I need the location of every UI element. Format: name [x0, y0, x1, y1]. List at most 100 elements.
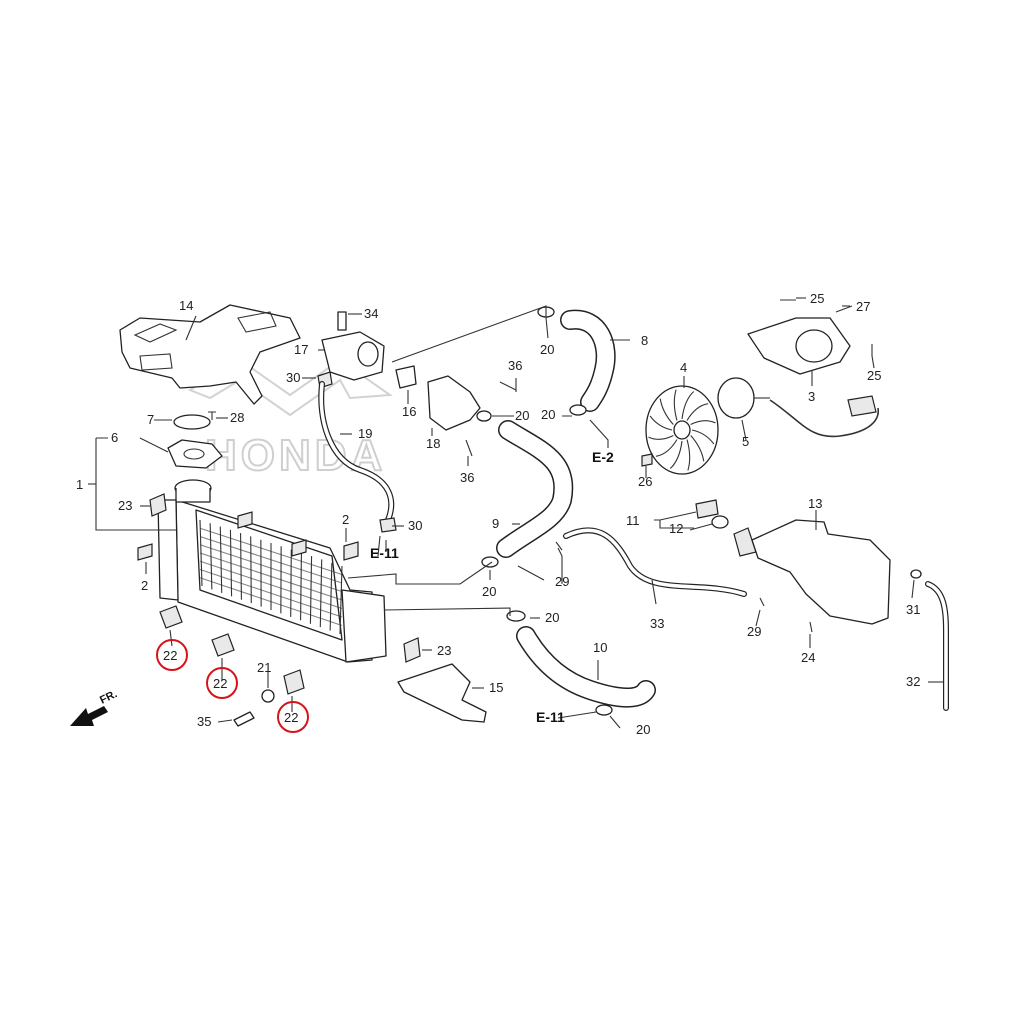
part-number-24: 24 [801, 650, 815, 665]
part-number-32: 32 [906, 674, 920, 689]
part-number-12: 12 [669, 521, 683, 536]
clip-31 [910, 569, 922, 579]
clamp-20-lower [506, 610, 526, 622]
part-number-25: 25 [810, 291, 824, 306]
fin-line [199, 552, 343, 601]
part-number-11: 11 [626, 513, 640, 528]
part-number-20: 20 [515, 408, 529, 423]
cap-seal-12 [711, 515, 729, 529]
part-number-22: 22 [284, 710, 298, 725]
part-number-2: 2 [342, 512, 349, 527]
fan-blade [690, 420, 716, 425]
part-number-9: 9 [492, 516, 499, 531]
part-number-15: 15 [489, 680, 503, 695]
part-number-25: 25 [867, 368, 881, 383]
bypass-hose-19 [318, 381, 395, 523]
cushion-22-c [283, 669, 305, 695]
clamp-30-lower [379, 517, 397, 533]
collar-21 [261, 689, 275, 703]
part-number-20: 20 [636, 722, 650, 737]
highlight-circle [156, 639, 188, 671]
hose-10 [516, 626, 656, 708]
clamp-20-mid [481, 556, 499, 568]
grommet-23-right [403, 637, 421, 663]
part-number-23: 23 [437, 643, 451, 658]
fan-blade [649, 415, 673, 431]
nut-26 [641, 453, 653, 467]
radiator [157, 479, 387, 663]
part-number-30: 30 [408, 518, 422, 533]
clamp-20-e2 [569, 404, 587, 416]
part-number-36: 36 [460, 470, 474, 485]
fan-blade [659, 398, 674, 425]
watermark-brand-text: HONDA [205, 431, 386, 480]
clip-2-left [137, 543, 153, 561]
clip-2-center-b [291, 539, 307, 557]
bolts-25-27 [780, 299, 873, 356]
part-number-29: 29 [747, 624, 761, 639]
part-number-30: 30 [286, 370, 300, 385]
clip-2-right [343, 541, 359, 561]
fin-line [199, 568, 343, 618]
part-number-1: 1 [76, 477, 83, 492]
part-number-27: 27 [856, 299, 870, 314]
clamp-20-e11 [595, 704, 613, 716]
cushion-22-a [159, 605, 183, 629]
part-number-2: 2 [141, 578, 148, 593]
clamp-20-joint [476, 410, 492, 422]
fan-blade [669, 440, 683, 469]
part-number-20: 20 [545, 610, 559, 625]
fan-shroud [747, 317, 851, 375]
part-number-26: 26 [638, 474, 652, 489]
part-number-28: 28 [230, 410, 244, 425]
part-number-22: 22 [213, 676, 227, 691]
siphon-tube-33 [563, 527, 747, 597]
fin-line [199, 577, 343, 627]
fin-line [199, 527, 343, 576]
temperature-sensor [395, 365, 417, 389]
grommet-23-left [149, 493, 167, 517]
part-number-10: 10 [593, 640, 607, 655]
reserve-tank-cap [695, 499, 719, 519]
part-number-34: 34 [364, 306, 378, 321]
bolt-35 [233, 711, 255, 727]
screw-28 [208, 411, 216, 420]
part-number-20: 20 [482, 584, 496, 599]
fan-blade [681, 391, 695, 420]
hose-8 [560, 309, 616, 412]
part-number-33: 33 [650, 616, 664, 631]
part-number-20: 20 [540, 342, 554, 357]
clip-2-center [237, 511, 253, 529]
bolt-24 [809, 621, 813, 633]
highlight-circle [277, 701, 309, 733]
fan-motor [717, 377, 879, 438]
front-arrow-label: FR. [98, 688, 119, 707]
ref-label-e11-lower: E-11 [536, 709, 565, 725]
part-number-22: 22 [163, 648, 177, 663]
part-number-31: 31 [906, 602, 920, 617]
fin-line [199, 544, 343, 593]
clips-29 [555, 541, 765, 607]
cushion-22-b [211, 633, 235, 657]
fan-blade [686, 439, 691, 471]
part-number-7: 7 [147, 412, 154, 427]
honda-watermark-logo: HONDA [187, 358, 393, 481]
fan-blade [673, 389, 678, 421]
part-number-29: 29 [555, 574, 569, 589]
part-number-23: 23 [118, 498, 132, 513]
fin-line [199, 535, 343, 584]
fan-blade [655, 439, 678, 457]
part-number-20: 20 [541, 407, 555, 422]
fan-blade [686, 403, 709, 421]
fin-line [199, 560, 343, 610]
part-number-8: 8 [641, 333, 648, 348]
fan-blade [648, 435, 674, 440]
part-number-16: 16 [402, 404, 416, 419]
lower-bracket [397, 663, 487, 723]
part-number-4: 4 [680, 360, 687, 375]
hose-9 [496, 420, 574, 558]
part-number-21: 21 [257, 660, 271, 675]
thermostat-housing [321, 311, 385, 381]
